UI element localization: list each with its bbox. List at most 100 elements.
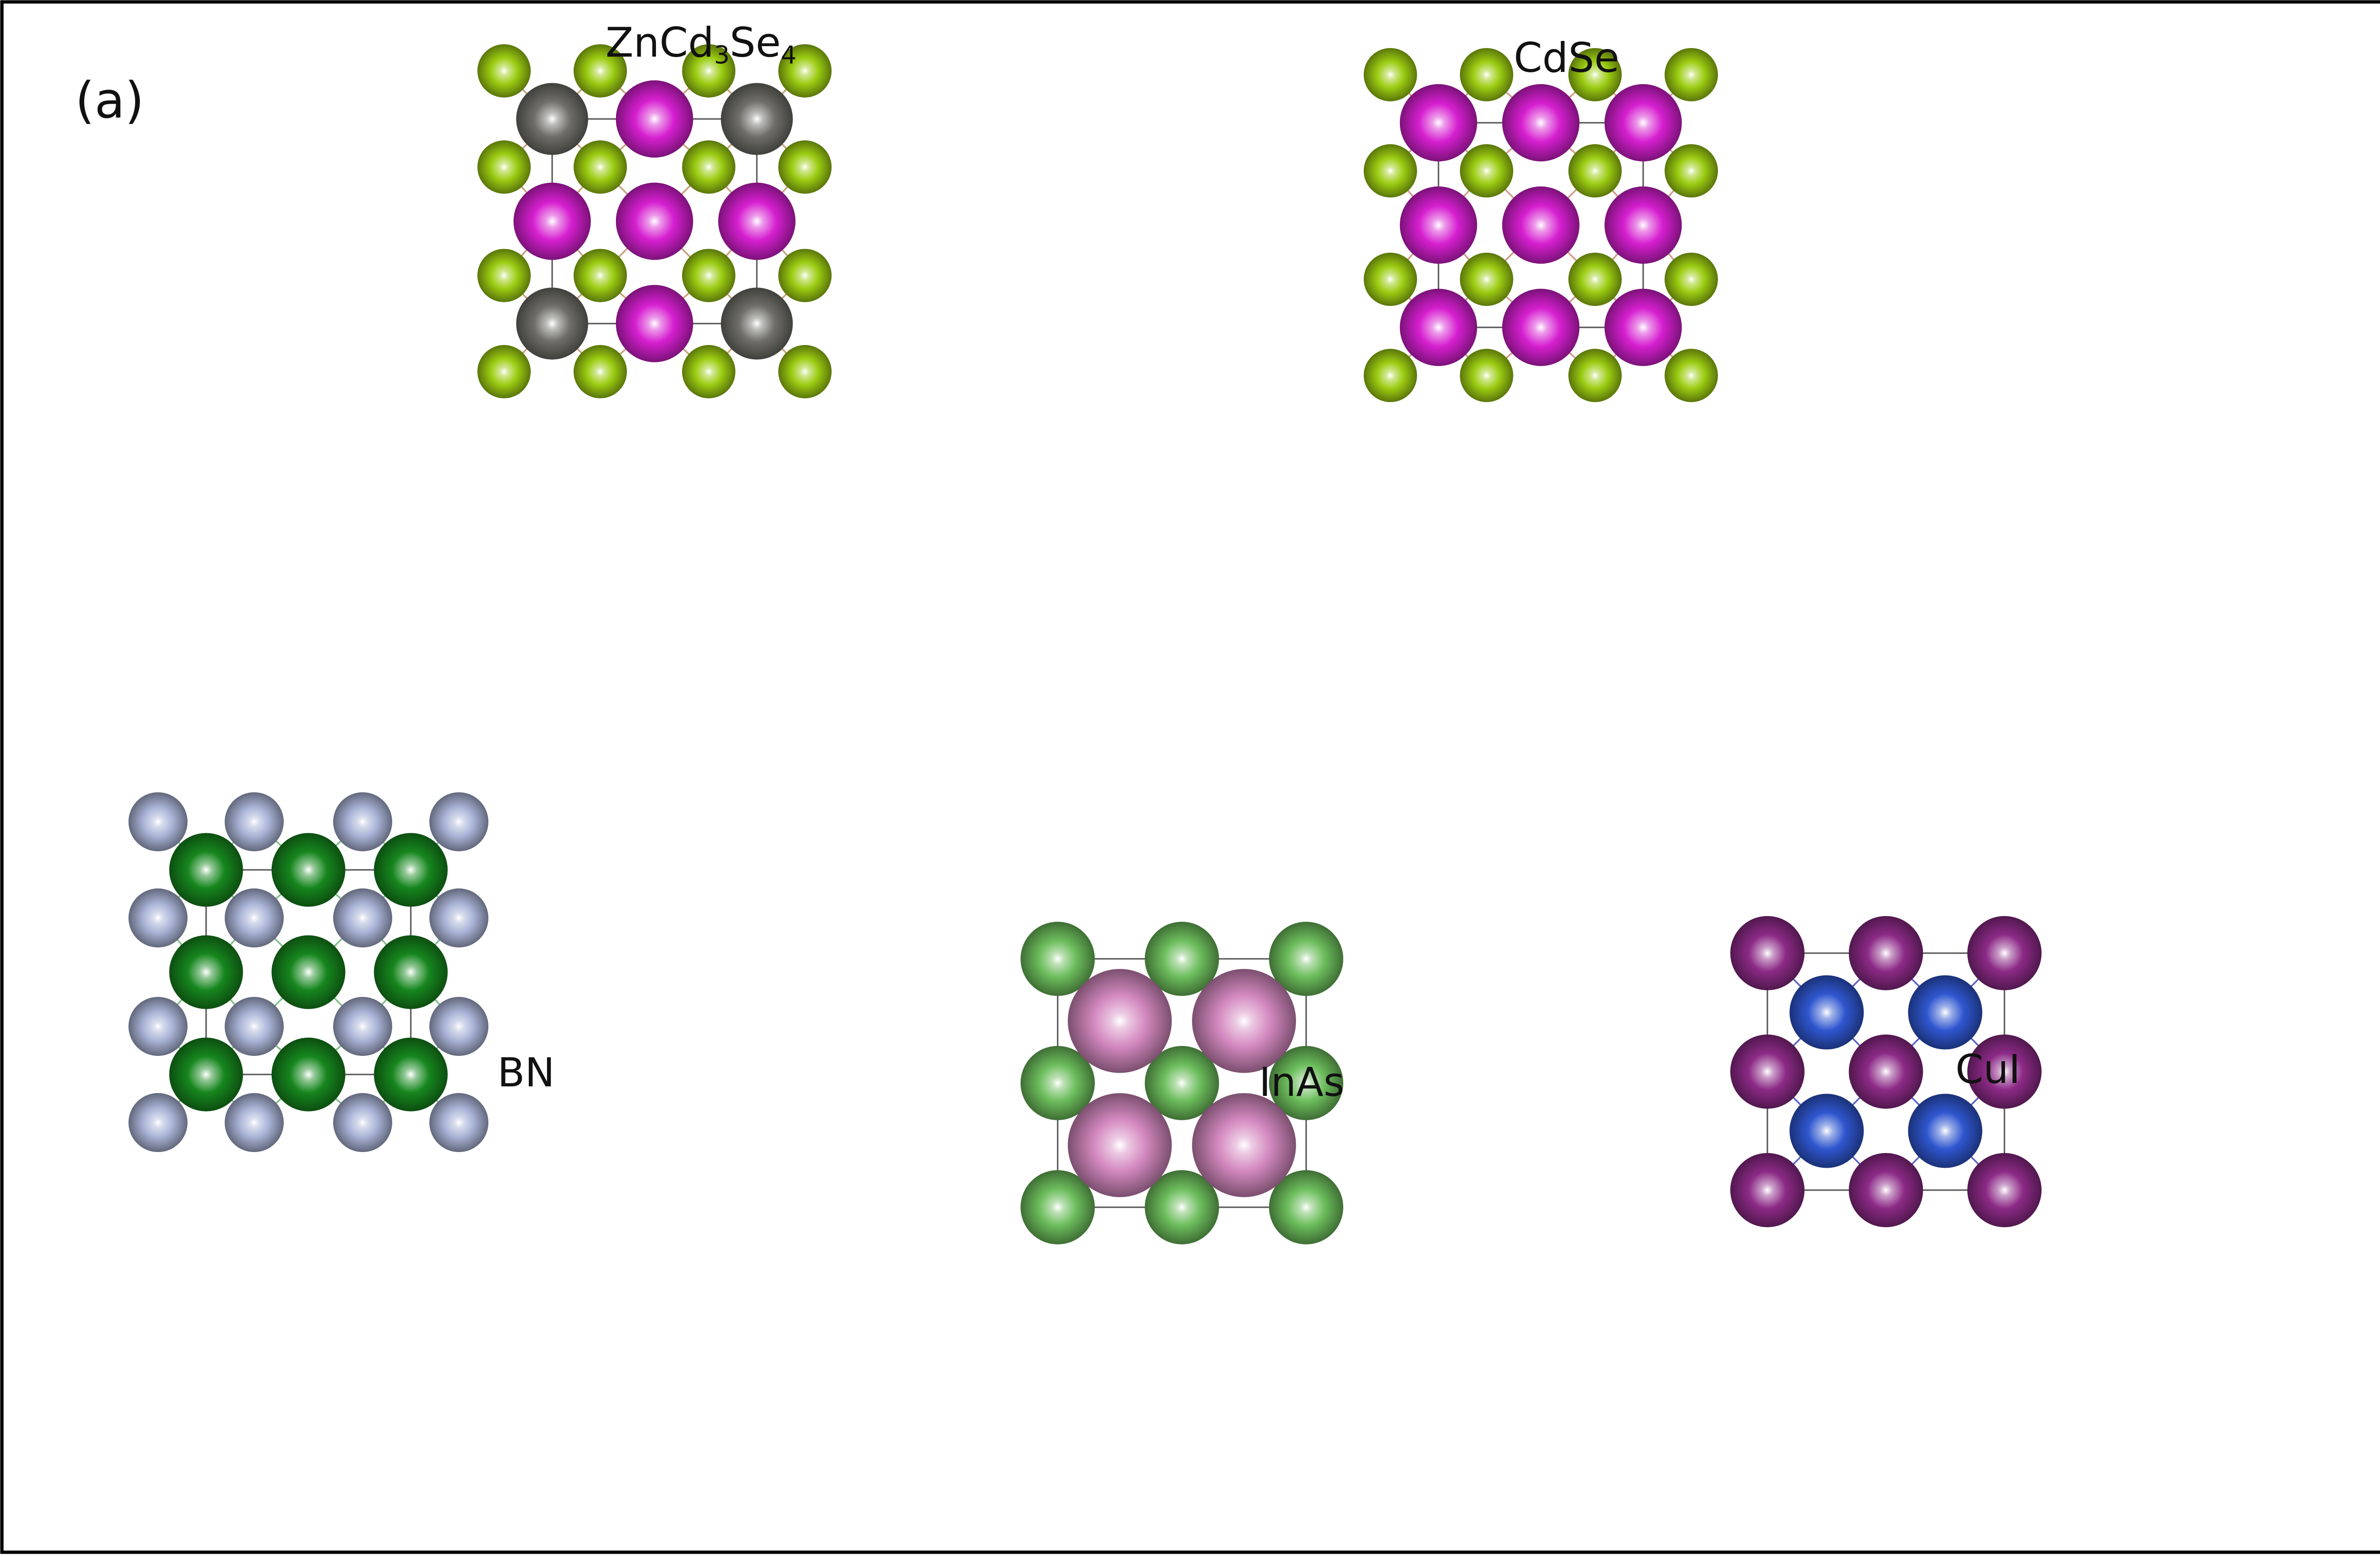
cation-atom <box>1604 84 1682 162</box>
structure-label-bn: BN <box>497 1049 555 1096</box>
cation-atom <box>169 833 243 907</box>
anion-atom <box>1269 922 1343 996</box>
anion-atom <box>477 345 531 399</box>
cation-atom <box>1502 186 1580 264</box>
anion-atom <box>1568 48 1622 101</box>
anion-atom <box>1568 252 1622 306</box>
anion-atom <box>1730 1035 1805 1109</box>
structure-label-cdse: CdSe <box>1514 34 1620 82</box>
structure-label-inas: InAs <box>1259 1059 1345 1105</box>
cation-atom <box>513 182 591 260</box>
anion-atom <box>477 44 531 98</box>
anion-atom <box>128 792 188 851</box>
anion-atom <box>1967 916 2042 990</box>
anion-atom <box>1568 349 1622 403</box>
anion-atom <box>1460 48 1514 101</box>
anion-atom <box>429 996 489 1056</box>
anion-atom <box>477 248 531 302</box>
cation-atom <box>1604 186 1682 264</box>
anion-atom <box>1363 252 1417 306</box>
anion-atom <box>1849 1035 1923 1109</box>
anion-atom <box>1967 1035 2042 1109</box>
cation-atom <box>374 833 448 907</box>
anion-atom <box>429 888 489 948</box>
anion-atom <box>225 888 284 948</box>
anion-atom <box>1849 916 1923 990</box>
anion-atom <box>1363 349 1417 403</box>
anion-atom <box>225 1093 284 1153</box>
anion-atom <box>1665 252 1718 306</box>
cation-atom <box>615 182 694 260</box>
formula-subscript-3: 3 <box>714 41 730 70</box>
formula-part-se: Se <box>729 19 781 67</box>
cation-atom <box>1502 84 1580 162</box>
anion-atom <box>1145 1170 1219 1244</box>
cation-atom <box>1192 969 1296 1073</box>
cation-atom <box>1908 975 1983 1050</box>
anion-atom <box>1849 1153 1923 1227</box>
anion-atom <box>682 248 735 302</box>
anion-atom <box>1363 144 1417 198</box>
structure-label-cui: CuI <box>1955 1046 2021 1093</box>
cation-atom <box>271 935 346 1009</box>
anion-atom <box>429 792 489 851</box>
cation-atom <box>169 935 243 1009</box>
anion-atom <box>1269 1170 1343 1244</box>
cation-atom <box>1192 1093 1296 1197</box>
anion-atom <box>682 44 735 98</box>
anion-atom <box>1665 48 1718 101</box>
cation-atom <box>1399 186 1478 264</box>
anion-atom <box>1021 1046 1095 1120</box>
cation-atom <box>374 935 448 1009</box>
anion-atom <box>429 1093 489 1153</box>
anion-atom <box>574 345 627 399</box>
anion-atom <box>1665 144 1718 198</box>
anion-atom <box>1460 144 1514 198</box>
anion-atom <box>1730 1153 1805 1227</box>
cation-atom <box>1604 288 1682 366</box>
anion-atom <box>128 888 188 948</box>
panel-label: (a) <box>75 71 144 129</box>
anion-atom <box>574 248 627 302</box>
anion-atom <box>333 888 392 948</box>
anion-atom <box>333 996 392 1056</box>
zinc-atom <box>516 83 588 155</box>
anion-atom <box>477 140 531 194</box>
zinc-atom <box>721 287 793 360</box>
anion-atom <box>574 44 627 98</box>
anion-atom <box>128 996 188 1056</box>
cation-atom <box>169 1037 243 1112</box>
anion-atom <box>333 792 392 851</box>
formula-subscript-4: 4 <box>781 41 797 70</box>
anion-atom <box>1269 1046 1343 1120</box>
cation-atom <box>1068 969 1172 1073</box>
zinc-atom <box>721 83 793 155</box>
anion-atom <box>225 792 284 851</box>
anion-atom <box>778 140 832 194</box>
atoms-layer <box>128 44 2042 1244</box>
anion-atom <box>128 1093 188 1153</box>
anion-atom <box>1568 144 1622 198</box>
anion-atom <box>1021 922 1095 996</box>
anion-atom <box>1460 349 1514 403</box>
cation-atom <box>718 182 796 260</box>
cation-atom <box>615 80 694 158</box>
cation-atom <box>1789 1094 1864 1168</box>
anion-atom <box>1730 916 1805 990</box>
anion-atom <box>778 248 832 302</box>
anion-atom <box>682 140 735 194</box>
anion-atom <box>682 345 735 399</box>
anion-atom <box>1967 1153 2042 1227</box>
anion-atom <box>778 345 832 399</box>
anion-atom <box>333 1093 392 1153</box>
cation-atom <box>1399 288 1478 366</box>
anion-atom <box>1460 252 1514 306</box>
cation-atom <box>271 833 346 907</box>
anion-atom <box>1145 1046 1219 1120</box>
cation-atom <box>1068 1093 1172 1197</box>
cation-atom <box>374 1037 448 1112</box>
anion-atom <box>1665 349 1718 403</box>
anion-atom <box>778 44 832 98</box>
